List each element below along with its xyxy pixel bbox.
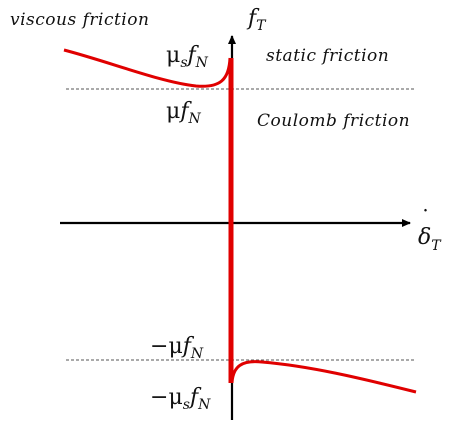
level-label-mu-s-fN: μsfN (166, 43, 209, 71)
x-axis-label: δT (418, 225, 442, 254)
label-coulomb-friction: Coulomb friction (257, 111, 410, 131)
level-label-mu-fN: μfN (166, 99, 201, 127)
label-static-friction: static friction (266, 46, 389, 66)
level-label-neg-mu-s-fN: −μsfN (150, 385, 211, 413)
label-viscous-friction: viscous friction (10, 10, 149, 30)
level-label-neg-mu-fN: −μfN (150, 334, 204, 362)
x-axis-label-dot: ˙ (420, 207, 431, 232)
y-axis-label: fT (246, 6, 267, 34)
friction-curve-positive-velocity (230, 360, 417, 394)
friction-curve-negative-velocity (63, 48, 232, 88)
